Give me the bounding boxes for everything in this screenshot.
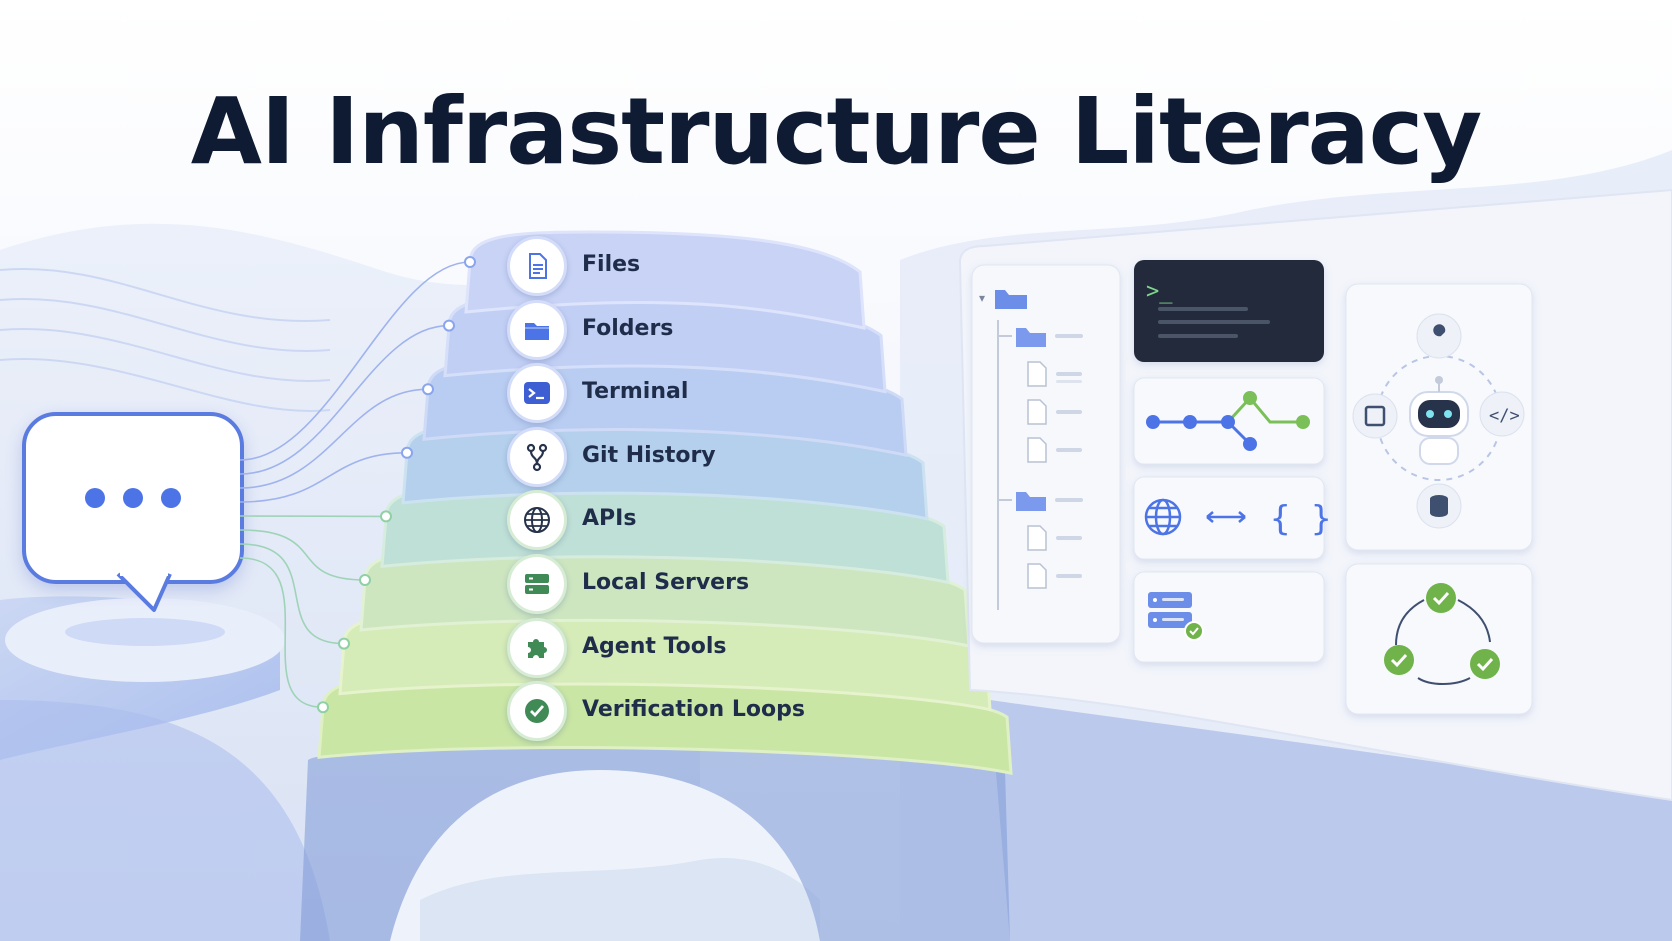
code-file-icon xyxy=(1027,437,1047,463)
file-icon xyxy=(1027,399,1047,425)
layer-label: Terminal xyxy=(582,379,689,405)
file-icon xyxy=(1027,525,1047,551)
server-icon xyxy=(507,554,567,614)
robot-icon xyxy=(1409,376,1469,465)
connector-dot xyxy=(422,383,434,396)
connector-line xyxy=(239,324,450,475)
layer-label: Files xyxy=(582,252,641,277)
svg-text:▾: ▾ xyxy=(979,291,985,305)
cycle-arrows-icon xyxy=(1395,599,1491,685)
connector-dot xyxy=(401,446,413,459)
page-title: AI Infrastructure Literacy xyxy=(190,78,1483,185)
layer-label: Local Servers xyxy=(582,570,750,595)
connector-dot xyxy=(317,701,329,714)
check-circle-icon xyxy=(1384,583,1500,679)
connector-dot xyxy=(443,319,455,332)
connector-dot xyxy=(380,510,392,523)
layer-label: Git History xyxy=(582,442,716,468)
connector-line xyxy=(239,261,471,461)
server-icon xyxy=(1148,592,1204,641)
frame-icon xyxy=(1352,393,1398,439)
puzzle-icon xyxy=(507,617,567,678)
braces-icon: { } xyxy=(1270,499,1331,539)
file-icon xyxy=(507,236,567,296)
arch-base xyxy=(300,746,1010,941)
typing-dot xyxy=(85,488,105,508)
globe-icon xyxy=(507,490,567,551)
connector-dot xyxy=(464,256,476,268)
double-arrow-icon xyxy=(1206,511,1246,523)
layer-label: Verification Loops xyxy=(582,697,805,723)
connector-line xyxy=(239,543,345,645)
chat-bubble-tail xyxy=(116,570,172,612)
typing-dot xyxy=(161,488,181,508)
connector-line xyxy=(239,529,366,581)
file-tree xyxy=(997,320,1012,610)
connector-dot xyxy=(338,637,350,650)
folder-icon xyxy=(995,290,1027,309)
folder-icon xyxy=(1016,492,1046,511)
connector-dot xyxy=(359,574,371,586)
code-file-icon xyxy=(1027,563,1047,589)
folder-icon xyxy=(507,299,567,360)
check-circle-icon xyxy=(507,681,567,742)
layer-label: Folders xyxy=(582,315,674,341)
terminal-prompt: >_ xyxy=(1146,279,1173,304)
wrench-icon xyxy=(1416,313,1462,359)
connector-line xyxy=(239,388,429,489)
svg-text:</>: </> xyxy=(1489,406,1520,426)
connector-line xyxy=(239,452,408,503)
folder-icon xyxy=(1016,328,1046,347)
git-branch-icon xyxy=(507,426,567,487)
code-icon: </> xyxy=(1479,391,1525,437)
typing-dot xyxy=(123,488,143,508)
terminal-icon xyxy=(507,363,567,424)
database-icon xyxy=(1416,483,1462,529)
layer-label: APIs xyxy=(582,506,637,532)
layer-label: Agent Tools xyxy=(582,633,727,659)
file-icon xyxy=(1027,361,1047,387)
globe-icon xyxy=(1144,498,1182,536)
connector-line xyxy=(239,557,324,708)
